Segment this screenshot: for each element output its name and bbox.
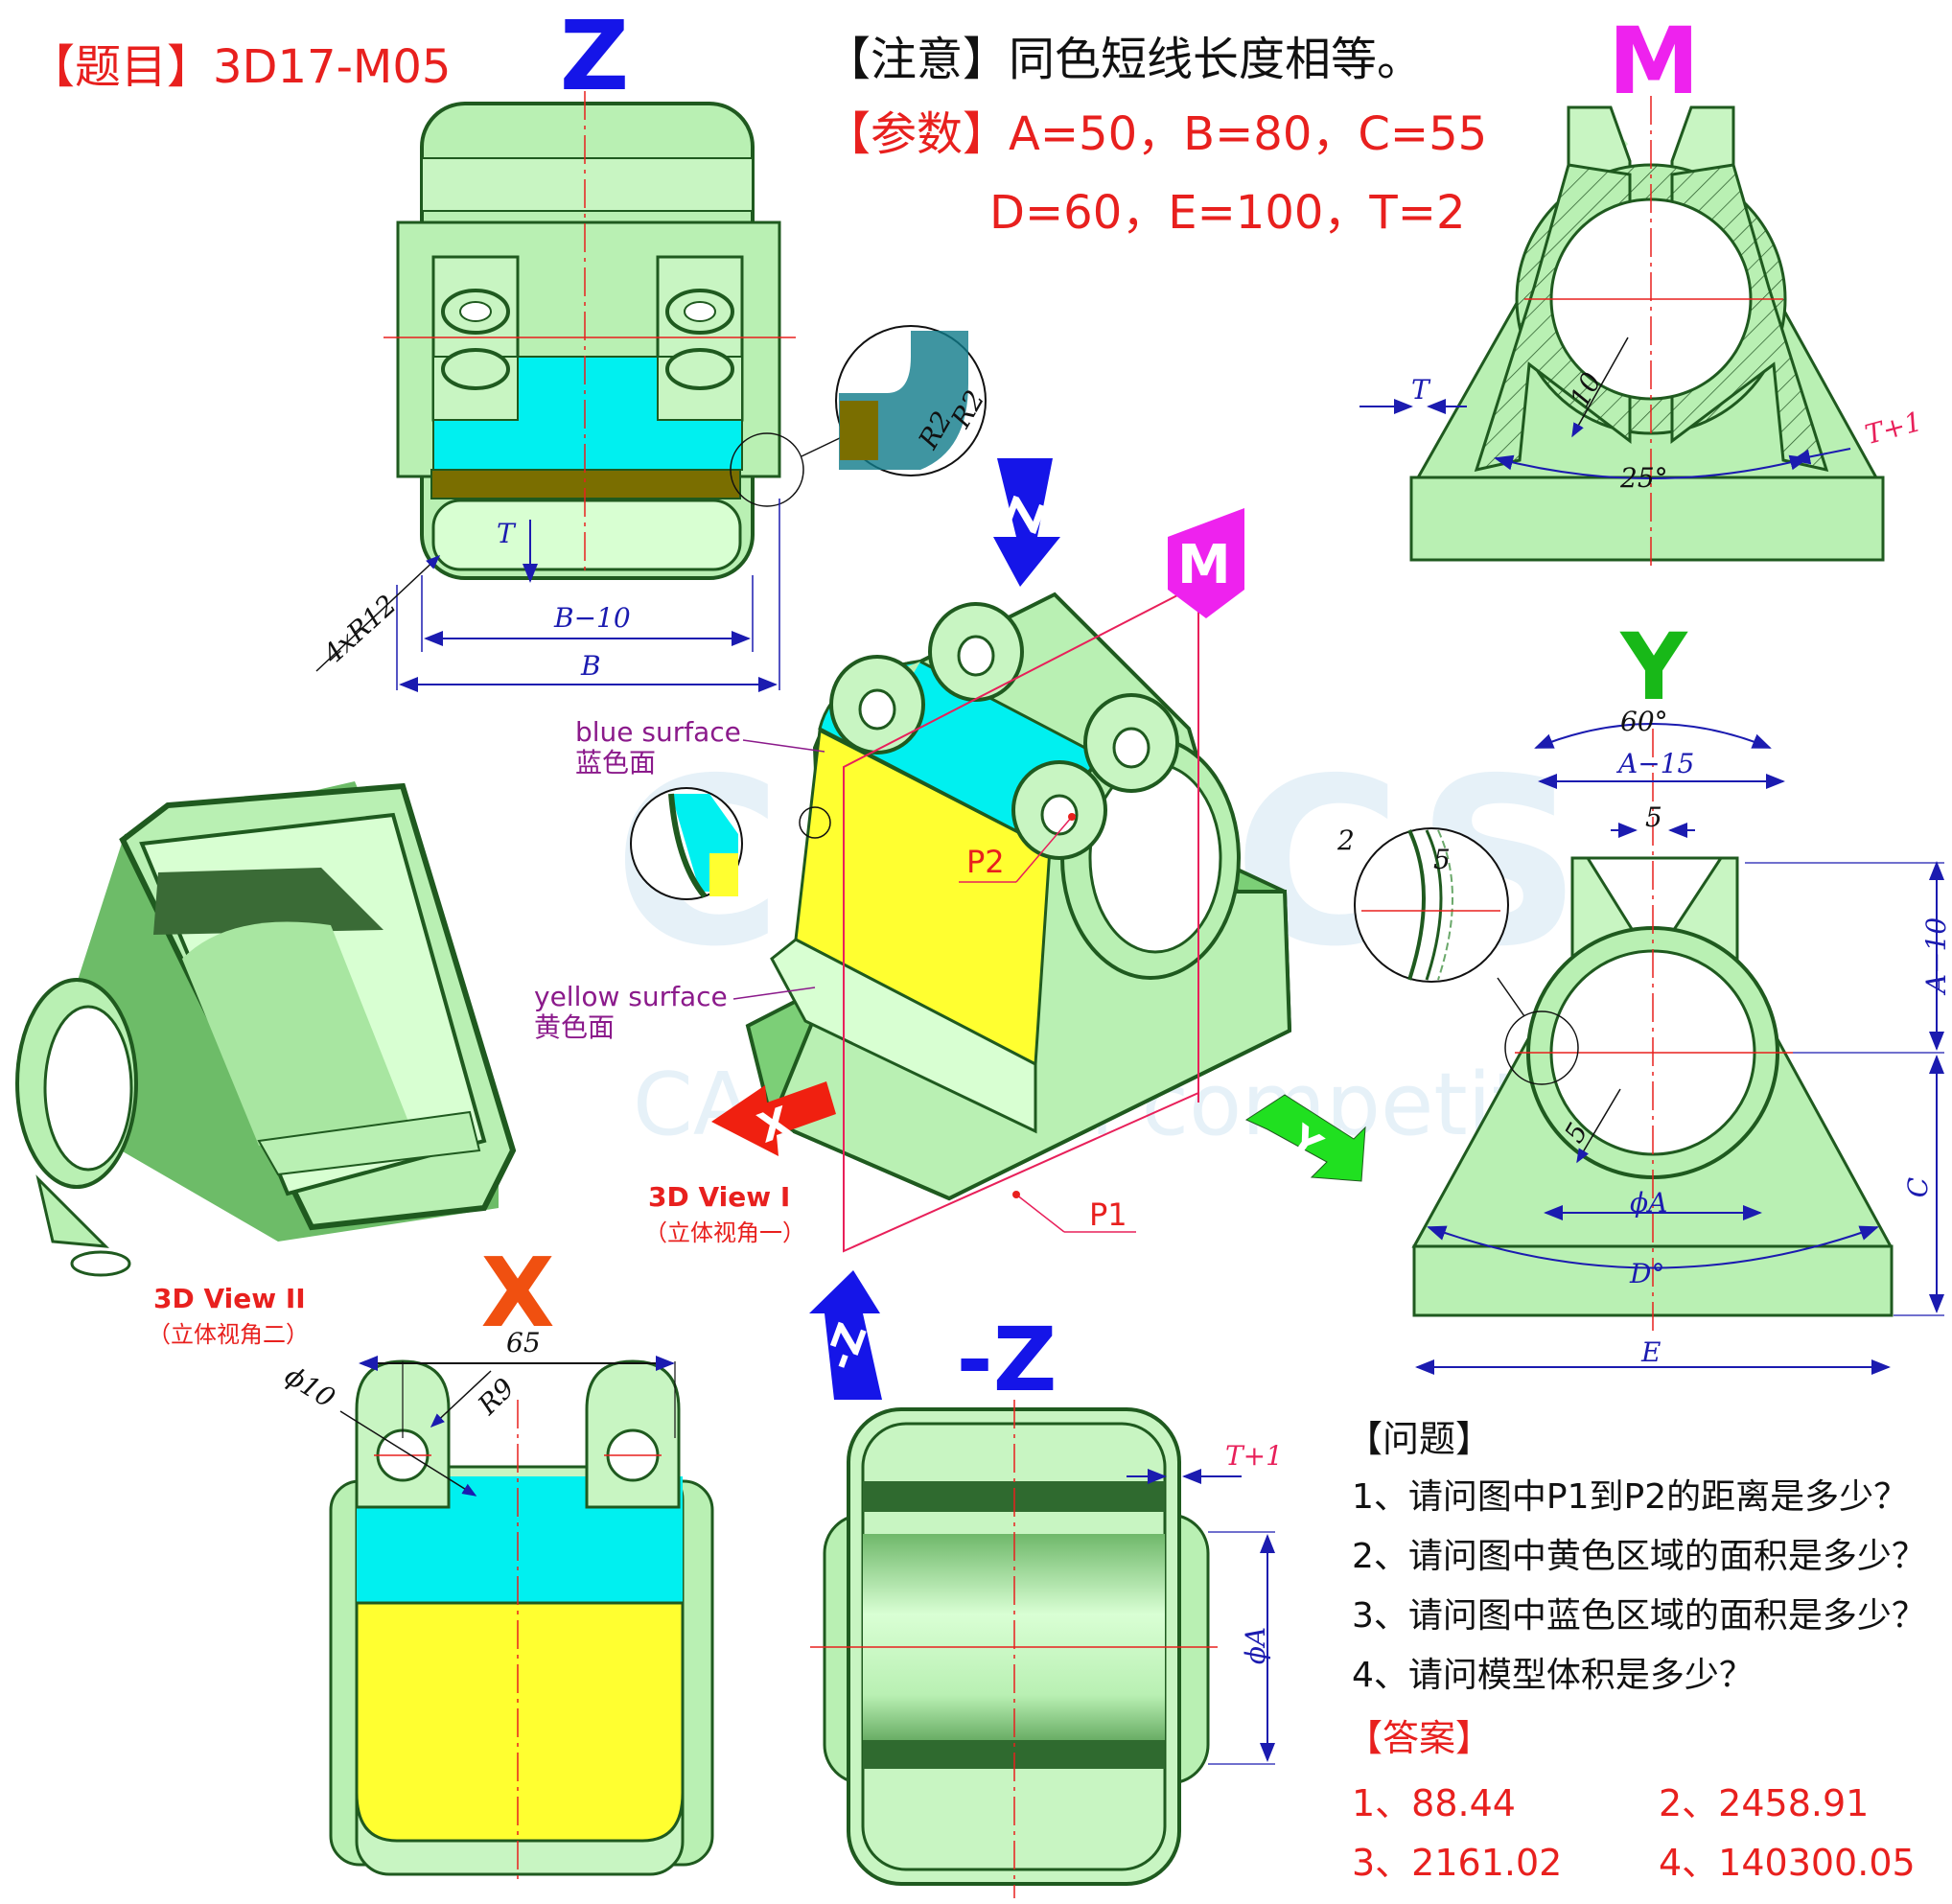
dim-negz-t1: T+1 — [1225, 1440, 1283, 1472]
question-1: 1、请问图中P1到P2的距离是多少？ — [1352, 1477, 1909, 1517]
m-view — [1359, 96, 1885, 570]
x-view — [329, 1356, 714, 1879]
3d-view-1-title: 3D View I — [648, 1181, 791, 1213]
answer-1: 1、88.44 — [1352, 1782, 1516, 1824]
dim-y-2: 2 — [1337, 824, 1355, 856]
dim-y-c: C — [1902, 1176, 1935, 1198]
3d-view-2-title: 3D View II — [153, 1283, 306, 1314]
neg-z-view-label: -Z — [956, 1309, 1057, 1411]
3d-view-1 — [630, 592, 1292, 1253]
dim-m-t: T — [1411, 374, 1429, 406]
3d-view-2-subtitle: （立体视角二） — [148, 1321, 309, 1348]
y-arrow: Y — [1244, 1094, 1366, 1182]
p2-label: P2 — [966, 844, 1005, 880]
yellow-surface-label-cn: 黄色面 — [534, 1011, 616, 1043]
answer-4: 4、140300.05 — [1659, 1842, 1916, 1884]
dim-m-25: 25° — [1620, 462, 1668, 494]
dim-y-phia: ϕA — [1630, 1187, 1668, 1219]
y-view-label: Y — [1620, 614, 1687, 721]
dim-y-5b: 5 — [1433, 844, 1451, 875]
3d-view-2 — [15, 781, 517, 1277]
dim-y-a15: A−15 — [1618, 748, 1695, 779]
questions-heading: 【问题】 — [1346, 1418, 1493, 1460]
dim-z-b10: B−10 — [554, 602, 631, 634]
params-line-2: D=60，E=100，T=2 — [989, 186, 1466, 240]
dim-negz-phia: ϕA — [1240, 1626, 1272, 1665]
dim-x-65: 65 — [506, 1327, 541, 1358]
answers-heading: 【答案】 — [1346, 1717, 1493, 1759]
z-view — [315, 91, 987, 692]
x-arrow: X — [711, 1081, 836, 1156]
dim-y-a10: A−10 — [1920, 917, 1952, 994]
svg-text:M: M — [1177, 534, 1231, 596]
m-view-label: M — [1608, 8, 1700, 115]
answer-3: 3、2161.02 — [1352, 1842, 1563, 1884]
x-view-label: X — [480, 1237, 555, 1349]
dim-y-60: 60° — [1620, 706, 1668, 737]
question-4: 4、请问模型体积是多少？ — [1352, 1656, 1754, 1695]
p1-label: P1 — [1089, 1196, 1127, 1233]
question-2: 2、请问图中黄色区域的面积是多少？ — [1352, 1537, 1926, 1576]
z-arrow: Z — [993, 458, 1060, 587]
z-view-label: Z — [559, 0, 630, 112]
blue-surface-label-cn: 蓝色面 — [575, 747, 657, 778]
answer-2: 2、2458.91 — [1659, 1782, 1870, 1824]
y-view — [1354, 723, 1944, 1375]
m-arrow: M — [1168, 508, 1244, 618]
dim-z-t: T — [497, 518, 515, 549]
params-line-1: 【参数】A=50，B=80，C=55 — [825, 107, 1488, 161]
neg-z-arrow: -Z — [809, 1270, 882, 1400]
blue-surface-label-en: blue surface — [575, 716, 741, 748]
dim-z-b: B — [581, 650, 601, 682]
3d-view-1-subtitle: （立体视角一） — [644, 1219, 805, 1246]
dim-y-e: E — [1641, 1336, 1662, 1368]
neg-z-view — [810, 1400, 1275, 1898]
yellow-surface-label-en: yellow surface — [534, 981, 728, 1012]
dim-y-5a: 5 — [1645, 801, 1662, 833]
dim-y-d: D° — [1630, 1258, 1665, 1289]
note-text: 【注意】同色短线长度相等。 — [825, 33, 1424, 86]
question-3: 3、请问图中蓝色区域的面积是多少？ — [1352, 1596, 1926, 1636]
svg-text:Z: Z — [995, 490, 1057, 540]
problem-title: 【题目】3D17-M05 — [29, 40, 452, 94]
